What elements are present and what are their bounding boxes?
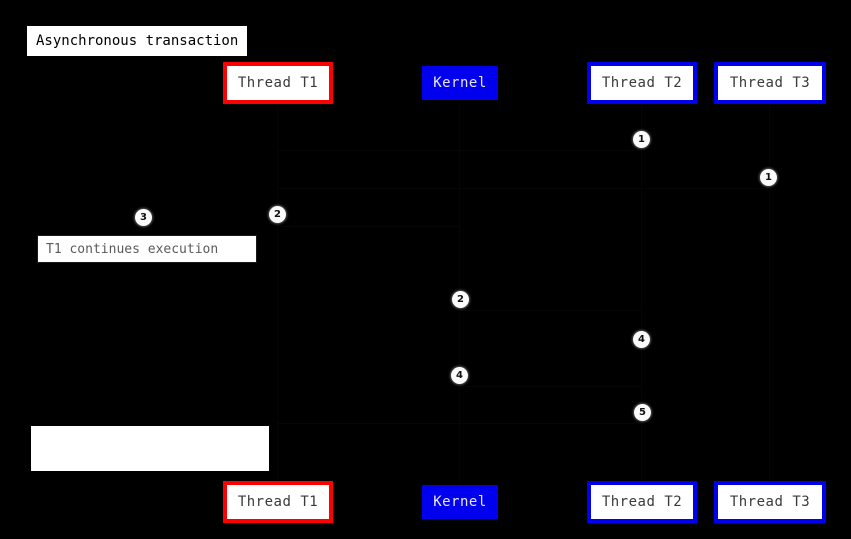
- diagram-title: Asynchronous transaction: [27, 26, 248, 56]
- step-marker-3[interactable]: 3: [135, 209, 152, 226]
- note-t1-continues-execution-label: T1 continues execution: [46, 241, 219, 257]
- message-arrow-t2-to-t1: [278, 150, 640, 151]
- step-marker-1[interactable]: 1: [633, 131, 650, 148]
- lifeline-header-thread-t2-label: Thread T2: [601, 75, 683, 91]
- lifeline-footer-kernel[interactable]: Kernel: [422, 485, 498, 519]
- message-arrow-t1-to-kernel: [278, 226, 460, 227]
- note-blank: [31, 426, 269, 471]
- lifeline-header-kernel[interactable]: Kernel: [422, 66, 498, 100]
- lifeline-header-thread-t1-label: Thread T1: [237, 75, 319, 91]
- step-marker-5[interactable]: 2: [452, 291, 469, 308]
- lifeline-header-thread-t1[interactable]: Thread T1: [223, 62, 333, 104]
- message-arrow-t2-return: [278, 423, 641, 424]
- message-arrow-t2-to-kernel: [460, 386, 641, 387]
- lifeline-strand-t1: [277, 104, 278, 482]
- step-marker-4[interactable]: 2: [269, 206, 286, 223]
- message-arrow-t3-to-t1: [278, 188, 768, 189]
- lifeline-footer-thread-t3-label: Thread T3: [729, 494, 811, 510]
- lifeline-footer-thread-t2[interactable]: Thread T2: [587, 481, 697, 523]
- lifeline-header-thread-t3-label: Thread T3: [729, 75, 811, 91]
- lifeline-strand-t2: [641, 104, 642, 482]
- lifeline-header-kernel-label: Kernel: [433, 75, 487, 91]
- lifeline-header-thread-t3[interactable]: Thread T3: [714, 62, 826, 104]
- step-marker-6[interactable]: 4: [633, 331, 650, 348]
- note-t1-continues-execution: T1 continues execution: [37, 235, 257, 263]
- lifeline-footer-kernel-label: Kernel: [433, 494, 487, 510]
- lifeline-footer-thread-t1[interactable]: Thread T1: [223, 481, 333, 523]
- lifeline-footer-thread-t1-label: Thread T1: [237, 494, 319, 510]
- step-marker-8[interactable]: 5: [634, 404, 651, 421]
- step-marker-7[interactable]: 4: [451, 367, 468, 384]
- step-marker-2[interactable]: 1: [760, 169, 777, 186]
- message-arrow-kernel-to-t2: [460, 310, 641, 311]
- lifeline-footer-thread-t3[interactable]: Thread T3: [714, 481, 826, 523]
- lifeline-strand-t3: [769, 104, 770, 482]
- lifeline-header-thread-t2[interactable]: Thread T2: [587, 62, 697, 104]
- lifeline-footer-thread-t2-label: Thread T2: [601, 494, 683, 510]
